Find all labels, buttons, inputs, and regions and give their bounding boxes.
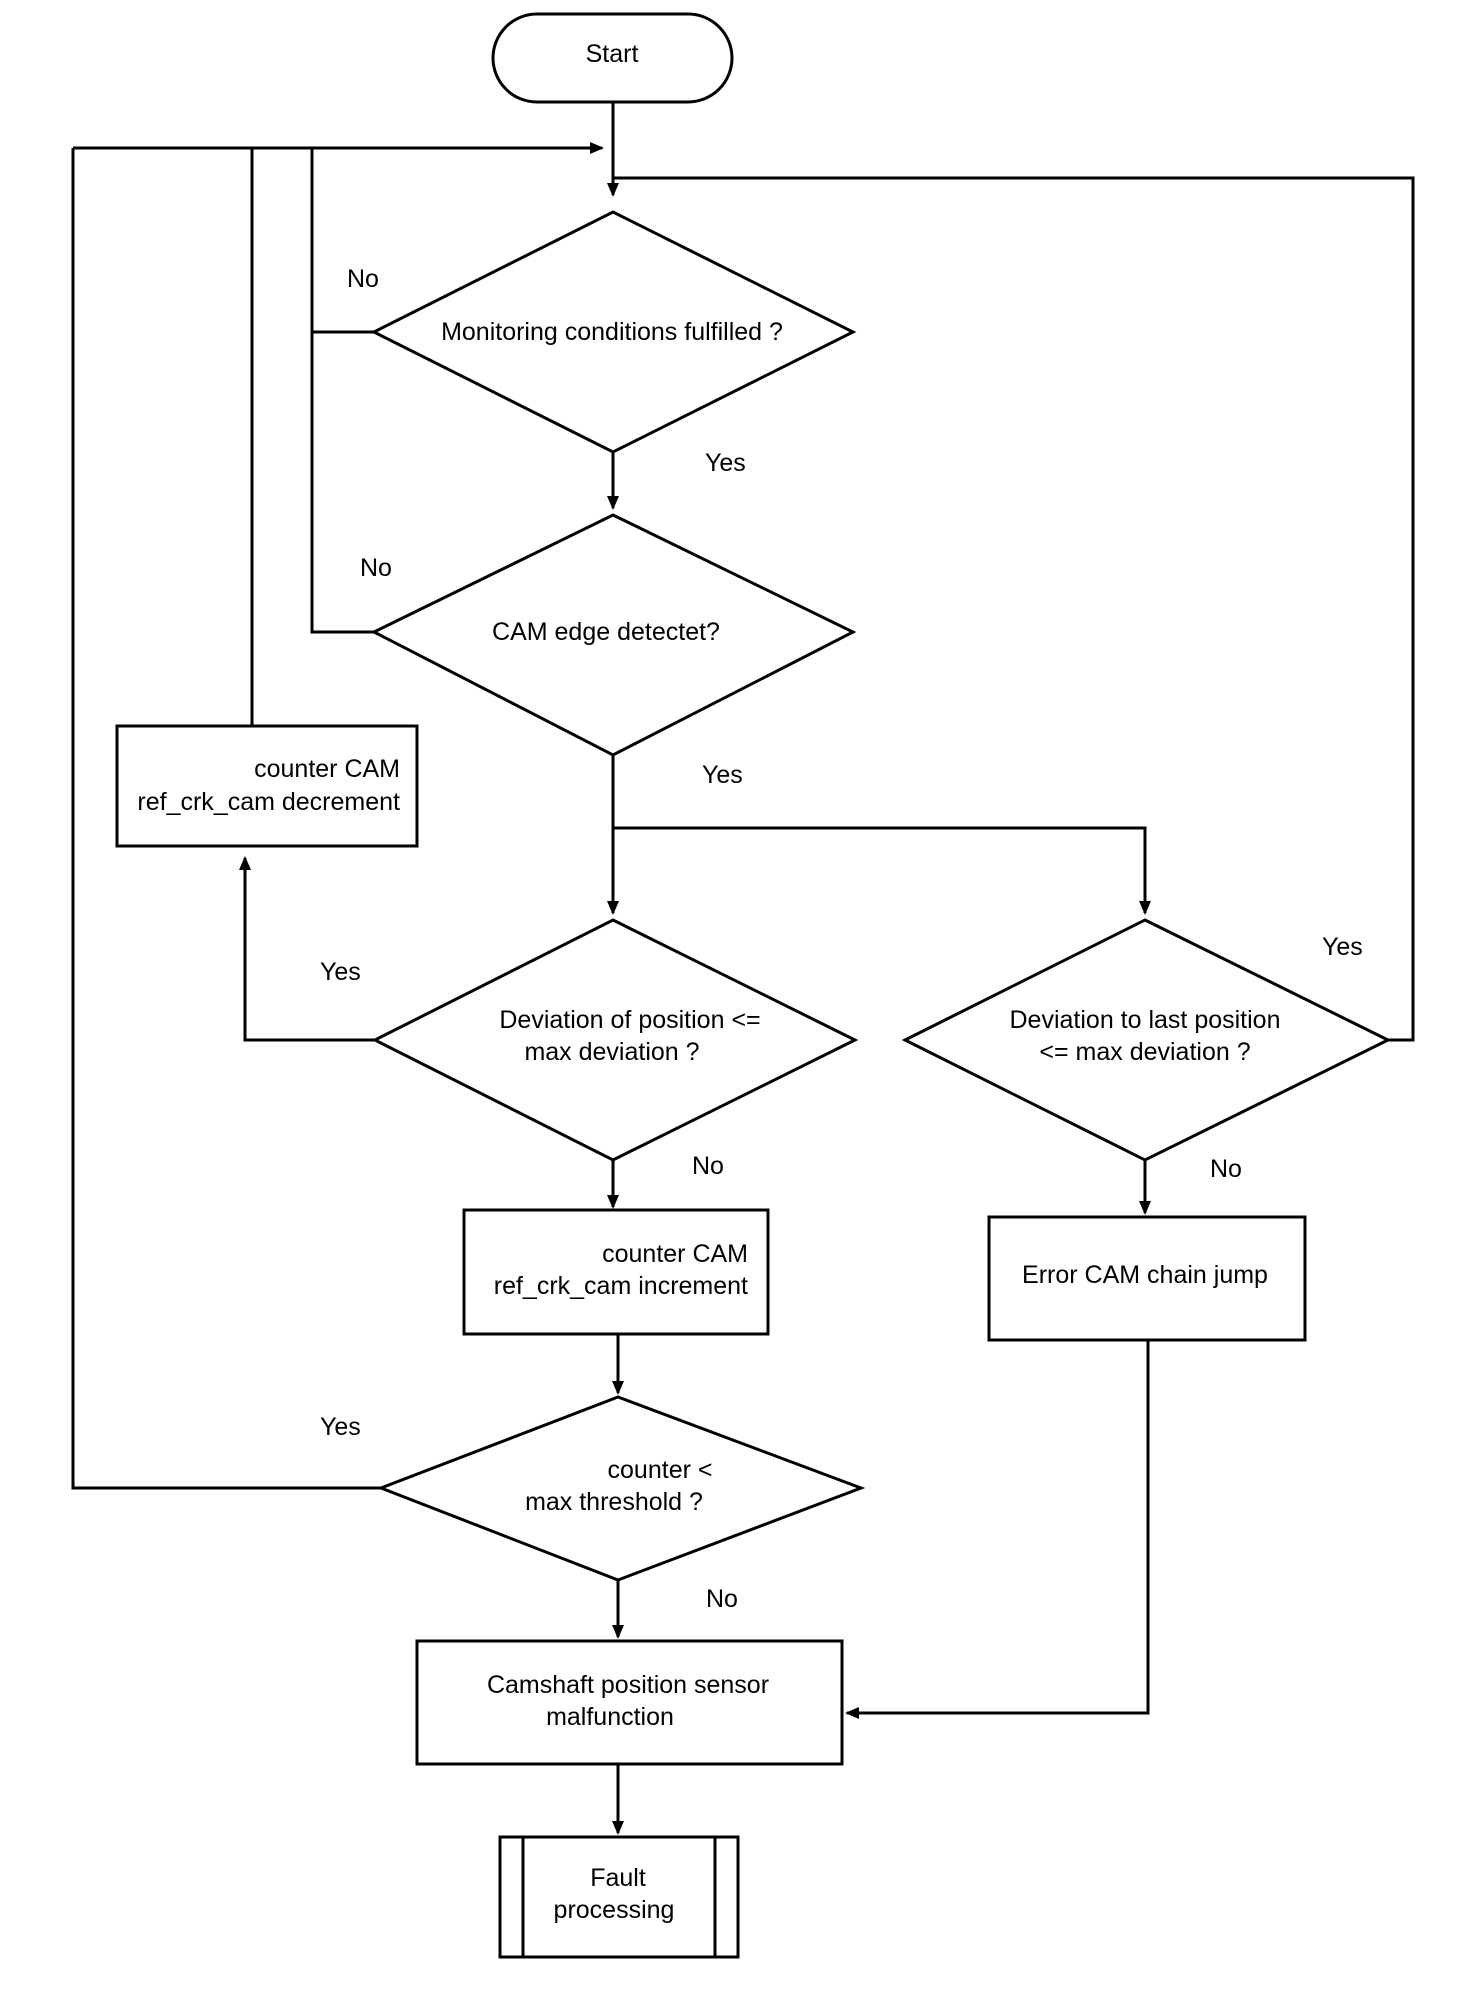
label-deviation-no: No: [692, 1152, 724, 1180]
start-label: Start: [586, 40, 639, 68]
monitoring-label: Monitoring conditions fulfilled ?: [441, 318, 783, 346]
deviation-position-line-2: max deviation ?: [524, 1038, 699, 1066]
connector-camedge-no: [310, 332, 374, 634]
connector-to-deviation-last: [613, 826, 1151, 915]
malfunction-process: Camshaft position sensor malfunction: [415, 1639, 844, 1766]
label-counter-no: No: [706, 1585, 738, 1613]
connector-counter-yes: [71, 148, 381, 1490]
increment-process: counter CAM ref_crk_cam increment: [462, 1208, 770, 1336]
increment-line-2: ref_crk_cam increment: [494, 1272, 748, 1300]
deviation-position-decision: Deviation of position <= max deviation ?: [371, 918, 859, 1162]
connector-right-loop: [613, 176, 1415, 1042]
label-deviation-last-no: No: [1210, 1155, 1242, 1183]
increment-line-1: counter CAM: [602, 1240, 748, 1268]
deviation-last-line-2: <= max deviation ?: [1039, 1038, 1250, 1066]
malfunction-line-1: Camshaft position sensor: [487, 1671, 769, 1699]
start-node: Start: [491, 12, 734, 104]
counter-check-line-2: max threshold ?: [525, 1488, 703, 1516]
error-chain-process: Error CAM chain jump: [987, 1215, 1307, 1342]
connectors: [71, 102, 1415, 1835]
malfunction-line-2: malfunction: [546, 1703, 674, 1731]
deviation-position-line-1: Deviation of position <=: [499, 1006, 760, 1034]
connector-monitoring-no: [310, 148, 374, 334]
label-camedge-no: No: [360, 554, 392, 582]
branch-labels: No Yes No Yes Yes Yes No No Yes No: [320, 265, 1363, 1613]
decrement-line-1: counter CAM: [254, 755, 400, 783]
decrement-line-2: ref_crk_cam decrement: [137, 788, 400, 816]
counter-check-decision: counter < max threshold ?: [376, 1395, 866, 1582]
fault-processing: Fault processing: [498, 1835, 740, 1959]
error-chain-label: Error CAM chain jump: [1022, 1261, 1268, 1289]
label-camedge-yes: Yes: [702, 761, 743, 789]
connector-deviation-yes: [239, 856, 375, 1042]
label-deviation-yes: Yes: [320, 958, 361, 986]
label-monitoring-yes: Yes: [705, 449, 746, 477]
fault-line-2: processing: [554, 1896, 675, 1924]
decrement-process: counter CAM ref_crk_cam decrement: [115, 724, 419, 848]
cam-edge-label: CAM edge detectet?: [492, 618, 720, 646]
counter-check-line-1: counter <: [608, 1456, 713, 1484]
monitoring-decision: Monitoring conditions fulfilled ?: [370, 210, 857, 454]
label-monitoring-no: No: [347, 265, 379, 293]
cam-edge-decision: CAM edge detectet?: [370, 513, 857, 757]
connector-error-to-malfunction: [845, 1340, 1150, 1719]
label-counter-yes: Yes: [320, 1413, 361, 1441]
deviation-last-decision: Deviation to last position <= max deviat…: [901, 918, 1392, 1162]
deviation-last-line-1: Deviation to last position: [1010, 1006, 1281, 1034]
label-deviation-last-yes: Yes: [1322, 933, 1363, 961]
fault-line-1: Fault: [590, 1864, 646, 1892]
